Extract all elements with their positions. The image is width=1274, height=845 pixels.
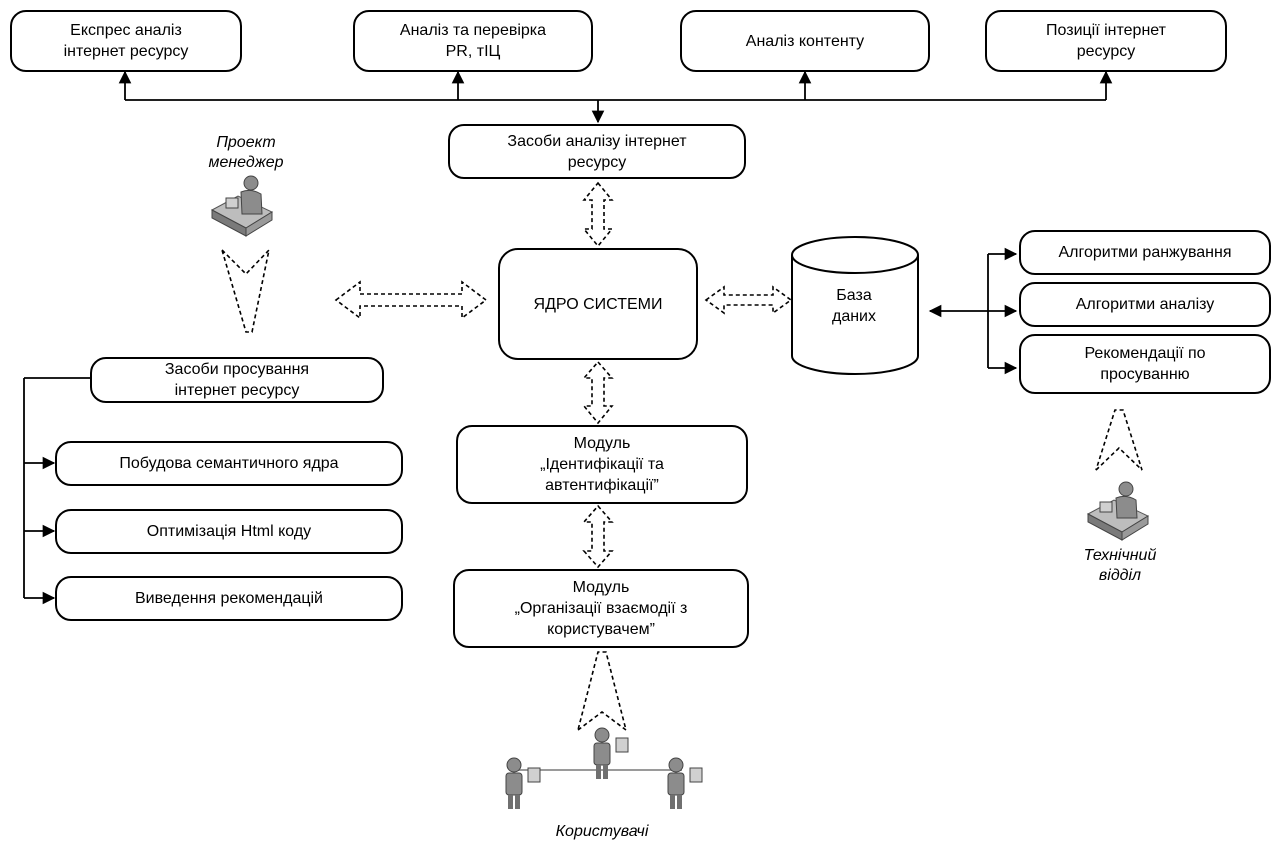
express-analysis-box: Експрес аналіз інтернет ресурсу [10, 10, 242, 72]
html-optimization-box: Оптимізація Html коду [55, 509, 403, 554]
promotion-tools-box: Засоби просування інтернет ресурсу [90, 357, 384, 403]
content-analysis-box: Аналіз контенту [680, 10, 930, 72]
interaction-module-box: Модуль „Організації взаємодії з користув… [453, 569, 749, 648]
tech-label: Технічний відділ [1083, 547, 1157, 584]
pr-check-box: Аналіз та перевірка PR, тІЦ [353, 10, 593, 72]
core-db-arrow [704, 285, 793, 315]
user-figure-center [593, 727, 629, 779]
ranking-algorithms-box: Алгоритми ранжування [1019, 230, 1271, 275]
positions-box: Позиції інтернет ресурсу [985, 10, 1227, 72]
top-bus-connector [118, 70, 1113, 124]
db-algorithms-connector [928, 247, 1018, 375]
user-figure-left [505, 757, 541, 809]
auth-module-box: Модуль „Ідентифікації та автентифікації” [456, 425, 748, 504]
users-flow-arrow [576, 651, 628, 733]
core-auth-arrow [582, 360, 614, 425]
tech-flow-arrow [1095, 409, 1143, 471]
analysis-tools-box: Засоби аналізу інтернет ресурсу [448, 124, 746, 179]
manager-flow-arrow [221, 247, 271, 333]
promo-recommendations-box: Рекомендації по просуванню [1019, 334, 1271, 394]
promo-subtasks-connector [23, 377, 92, 605]
dashed-arrows [221, 181, 1143, 733]
auth-interaction-arrow [582, 504, 614, 569]
users-icon [505, 727, 703, 809]
manager-icon [210, 175, 274, 237]
database-cylinder [791, 236, 919, 375]
analysis-algorithms-box: Алгоритми аналізу [1019, 282, 1271, 327]
tech-icon [1086, 481, 1150, 541]
recommendations-output-box: Виведення рекомендацій [55, 576, 403, 621]
manager-label: Проект менеджер [208, 134, 284, 171]
system-core-box: ЯДРО СИСТЕМИ [498, 248, 698, 360]
core-analysis-arrow [582, 181, 614, 248]
database-label: База даних [831, 287, 876, 325]
semantic-core-box: Побудова семантичного ядра [55, 441, 403, 486]
user-figure-right [667, 757, 703, 809]
users-label: Користувачі [555, 823, 649, 840]
promo-core-arrow [334, 280, 488, 320]
